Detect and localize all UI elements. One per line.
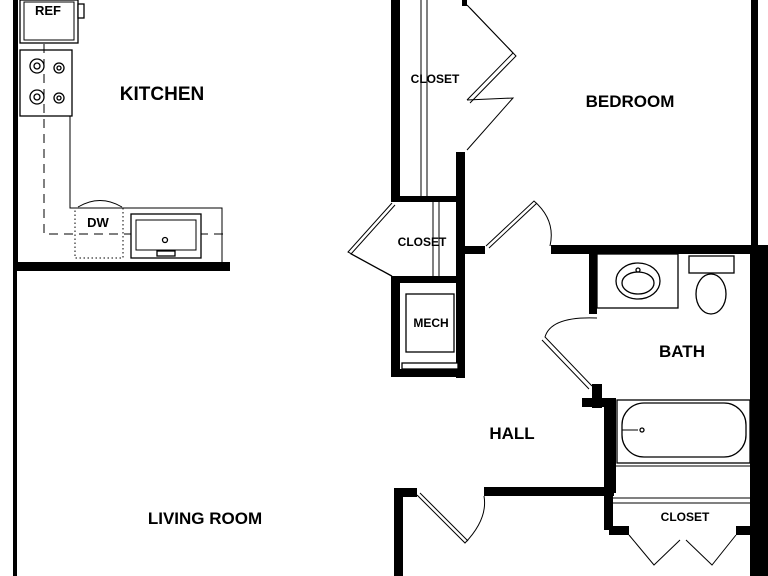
door-swing-icon — [544, 317, 598, 387]
counter-edge — [69, 116, 223, 262]
wall-right-bath — [750, 250, 768, 576]
door-swing-icon — [541, 339, 590, 390]
kitchen-sink — [130, 213, 202, 259]
wall-bath-left-lower — [592, 384, 602, 408]
wall-hall-bottom — [484, 487, 614, 496]
burner-icon — [33, 93, 41, 101]
counter-dashed-outline — [43, 44, 228, 235]
label-closet-bedroom: CLOSET — [411, 72, 460, 86]
closet-door-swing-icon — [350, 204, 396, 279]
wall-closet-bottom-left-stub — [609, 526, 629, 535]
toilet-bowl — [695, 273, 727, 315]
room-label-bedroom: BEDROOM — [586, 92, 675, 111]
kitchen-fixtures — [19, 0, 228, 262]
label-dw: DW — [87, 215, 109, 230]
door-swing-icon — [416, 494, 486, 544]
room-label-living-room: LIVING ROOM — [148, 509, 262, 528]
kitchen-sink-basin — [135, 219, 197, 251]
door-swing-icon — [485, 200, 552, 247]
labels: KITCHEN BEDROOM BATH HALL LIVING ROOM RE… — [35, 3, 710, 528]
mech-unit — [405, 293, 455, 353]
room-label-hall: HALL — [489, 424, 534, 443]
wall-closet-bottom-left — [604, 490, 613, 530]
wall-closet-left-upper — [391, 0, 400, 200]
wall-closet-top-right — [462, 0, 467, 6]
wall-bedroom-bath — [551, 245, 768, 254]
bifold-door-icon — [469, 7, 517, 104]
drain-icon — [635, 267, 641, 273]
door-swing-icon — [419, 492, 469, 542]
wall-mech-bottom — [391, 369, 465, 377]
drain-icon — [639, 427, 645, 433]
wall-living-right — [394, 488, 403, 576]
drain-icon — [161, 236, 169, 244]
toilet-tank — [688, 255, 735, 274]
burner-icon — [56, 65, 62, 71]
wall-tub-left — [604, 398, 616, 493]
label-ref: REF — [35, 3, 61, 18]
refrigerator-inner — [23, 1, 75, 41]
burner-icon — [33, 62, 41, 70]
refrigerator-handle — [77, 3, 85, 19]
wall-closet-bottom-right-stub — [736, 526, 758, 535]
label-mech: MECH — [413, 316, 448, 330]
label-closet-hall: CLOSET — [398, 235, 447, 249]
bifold-door-icon — [685, 534, 737, 566]
wall-closet-mid — [456, 152, 465, 378]
bath-sink-basin — [621, 271, 655, 295]
dishwasher-lid — [77, 200, 123, 208]
wall-left-kitchen — [13, 0, 18, 270]
wall-bath-notch — [582, 398, 612, 407]
label-closet-bottom: CLOSET — [661, 510, 710, 524]
closet-door-swing-icon — [347, 202, 393, 277]
room-label-kitchen: KITCHEN — [120, 84, 204, 105]
room-label-bath: BATH — [659, 342, 705, 361]
wall-left-living — [13, 270, 17, 576]
wall-kitchen-living — [13, 262, 230, 271]
burner-icon — [56, 95, 62, 101]
wall-bath-left-upper — [589, 252, 597, 314]
bath-fixtures — [596, 253, 751, 467]
wall-bedroom-right — [751, 0, 758, 250]
closets-and-doors — [347, 0, 750, 566]
wall-closet-shelf — [391, 196, 465, 202]
bifold-door-icon — [466, 4, 514, 101]
wall-closet-left-lower — [391, 282, 400, 376]
walls — [13, 0, 768, 576]
bifold-door-icon — [628, 534, 681, 566]
door-swing-icon — [488, 202, 538, 249]
bifold-door-icon — [466, 97, 515, 151]
wall-mech-top — [391, 276, 465, 283]
faucet-icon — [156, 250, 176, 257]
dishwasher — [74, 207, 124, 259]
refrigerator — [19, 0, 79, 44]
wall-living-right-stub — [394, 488, 417, 497]
mech-unit-base — [401, 362, 459, 370]
stove — [19, 49, 73, 117]
wall-hall-bedroom — [465, 246, 485, 254]
